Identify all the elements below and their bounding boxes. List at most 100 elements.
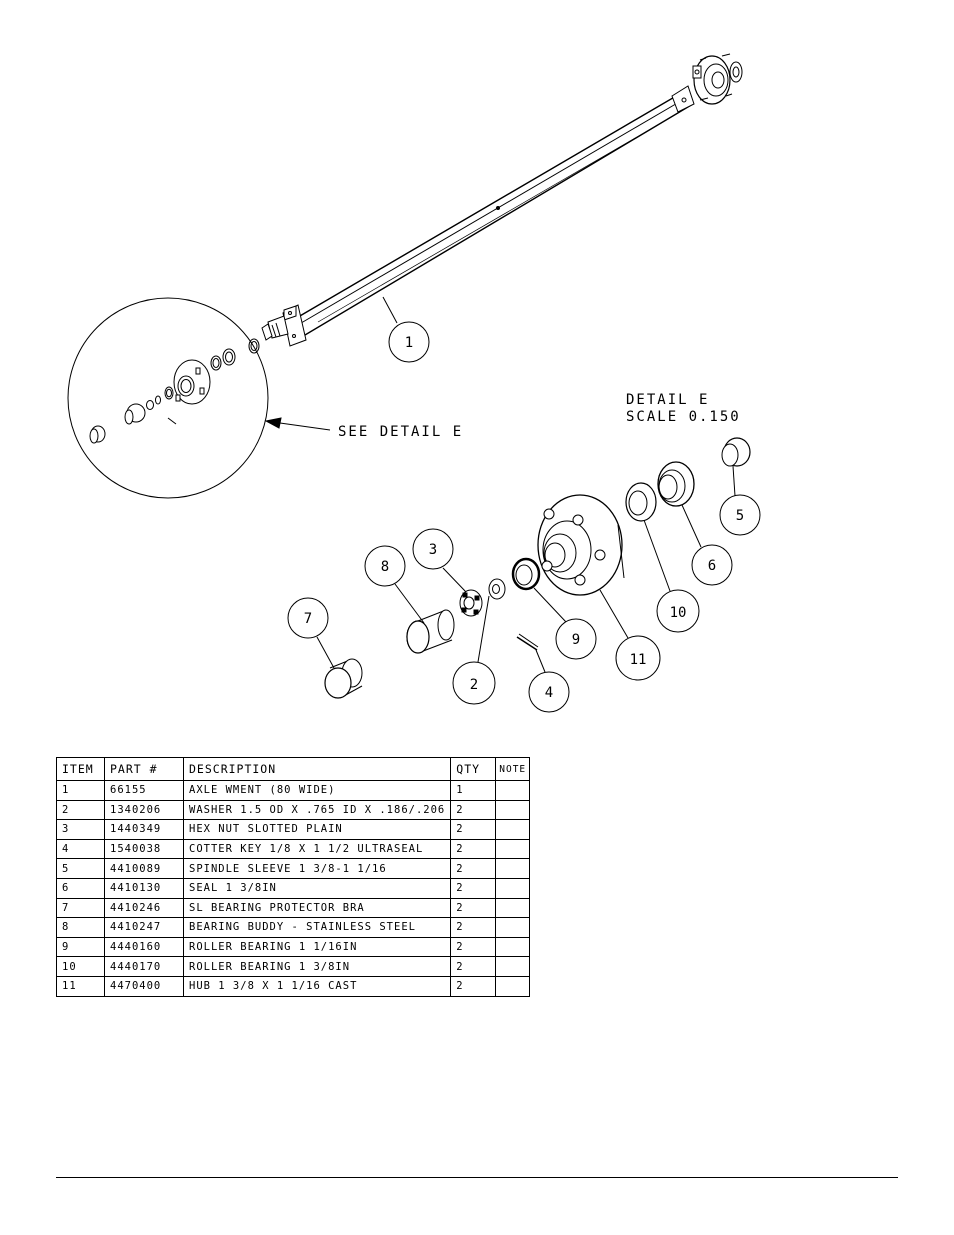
cell-note — [495, 897, 531, 919]
cell-item: 11 — [56, 975, 105, 997]
balloon-4: 4 — [528, 649, 570, 713]
cell-item: 2 — [56, 799, 105, 821]
balloon-8: 8 — [364, 545, 425, 624]
svg-text:2: 2 — [470, 677, 478, 693]
cell-part: 1540038 — [104, 838, 184, 860]
cell-part: 66155 — [104, 780, 184, 801]
svg-text:4: 4 — [545, 685, 553, 701]
footer-rule — [56, 1177, 898, 1178]
svg-text:8: 8 — [381, 559, 389, 575]
cell-note — [495, 956, 531, 977]
cell-description: SPINDLE SLEEVE 1 3/8-1 1/16 — [182, 858, 452, 879]
cell-description: COTTER KEY 1/8 X 1 1/2 ULTRASEAL — [182, 838, 452, 860]
balloon-11: 11 — [599, 589, 661, 681]
balloon-3: 3 — [412, 528, 467, 593]
cell-description: HUB 1 3/8 X 1 1/16 CAST — [182, 975, 452, 997]
axle-tube — [292, 91, 695, 340]
cell-part: 4470400 — [104, 975, 184, 997]
svg-text:5: 5 — [736, 508, 744, 524]
cell-description: SL BEARING PROTECTOR BRA — [182, 897, 452, 919]
part-cotter-key — [516, 633, 539, 651]
exploded-assembly-drawing: SEE DETAIL E DETAIL E SCALE 0.150 — [67, 53, 761, 713]
cell-item: 4 — [56, 838, 105, 860]
cell-qty: 2 — [450, 956, 497, 977]
header-part-number: PART # — [104, 757, 184, 781]
cell-item: 10 — [56, 956, 105, 977]
svg-text:6: 6 — [708, 558, 716, 574]
cell-part: 4410247 — [104, 917, 184, 938]
svg-text:9: 9 — [572, 632, 580, 648]
cell-qty: 2 — [450, 936, 497, 958]
part-hex-nut — [459, 589, 483, 617]
cell-note — [495, 975, 531, 997]
cell-part: 1440349 — [104, 819, 184, 840]
cell-part: 1340206 — [104, 799, 184, 821]
cell-part: 4410246 — [104, 897, 184, 919]
svg-text:3: 3 — [429, 542, 437, 558]
cell-qty: 2 — [450, 877, 497, 899]
right-hub-assembly — [671, 53, 743, 113]
part-hub — [537, 494, 625, 596]
cell-note — [495, 780, 531, 801]
balloon-5: 5 — [719, 465, 761, 536]
part-spindle-sleeve — [721, 437, 751, 467]
part-washer — [488, 578, 506, 600]
cell-qty: 2 — [450, 897, 497, 919]
balloon-1: 1 — [382, 296, 430, 363]
cell-item: 7 — [56, 897, 105, 919]
cell-qty: 2 — [450, 858, 497, 879]
part-roller-bearing-small — [511, 557, 541, 591]
cell-note — [495, 799, 531, 821]
balloon-6: 6 — [681, 504, 733, 586]
left-spindle — [248, 304, 307, 354]
cell-item: 3 — [56, 819, 105, 840]
cell-qty: 2 — [450, 975, 497, 997]
cell-note — [495, 858, 531, 879]
cell-qty: 2 — [450, 838, 497, 860]
detail-hub — [173, 359, 211, 405]
part-seal — [657, 461, 695, 507]
cell-note — [495, 936, 531, 958]
cell-qty: 2 — [450, 819, 497, 840]
header-description: DESCRIPTION — [182, 757, 452, 781]
cell-item: 5 — [56, 858, 105, 879]
cell-description: HEX NUT SLOTTED PLAIN — [182, 819, 452, 840]
part-roller-bearing-large — [625, 482, 657, 522]
header-note: NOTE — [495, 757, 531, 781]
cell-description: BEARING BUDDY - STAINLESS STEEL — [182, 917, 452, 938]
cell-part: 4440170 — [104, 956, 184, 977]
cell-part: 4410130 — [104, 877, 184, 899]
cell-qty: 1 — [450, 780, 497, 801]
balloon-2: 2 — [452, 595, 496, 705]
cell-part: 4440160 — [104, 936, 184, 958]
detail-circle — [67, 297, 269, 499]
part-bearing-protector — [324, 658, 363, 699]
detail-callout: SEE DETAIL E — [264, 417, 463, 440]
balloon-10: 10 — [643, 519, 700, 633]
cell-description: AXLE WMENT (80 WIDE) — [182, 780, 452, 801]
svg-text:7: 7 — [304, 611, 312, 627]
table-header-row: ITEM PART # DESCRIPTION QTY NOTE — [56, 757, 531, 781]
cell-part: 4410089 — [104, 858, 184, 879]
part-bearing-buddy — [406, 609, 455, 654]
see-detail-label: SEE DETAIL E — [338, 424, 463, 440]
cell-note — [495, 917, 531, 938]
svg-text:11: 11 — [630, 652, 647, 668]
cell-item: 6 — [56, 877, 105, 899]
header-item: ITEM — [56, 757, 105, 781]
detail-scale: SCALE 0.150 — [626, 409, 741, 425]
cell-note — [495, 819, 531, 840]
svg-text:10: 10 — [670, 605, 687, 621]
cell-description: WASHER 1.5 OD X .765 ID X .186/.206 — [182, 799, 452, 821]
cell-note — [495, 877, 531, 899]
